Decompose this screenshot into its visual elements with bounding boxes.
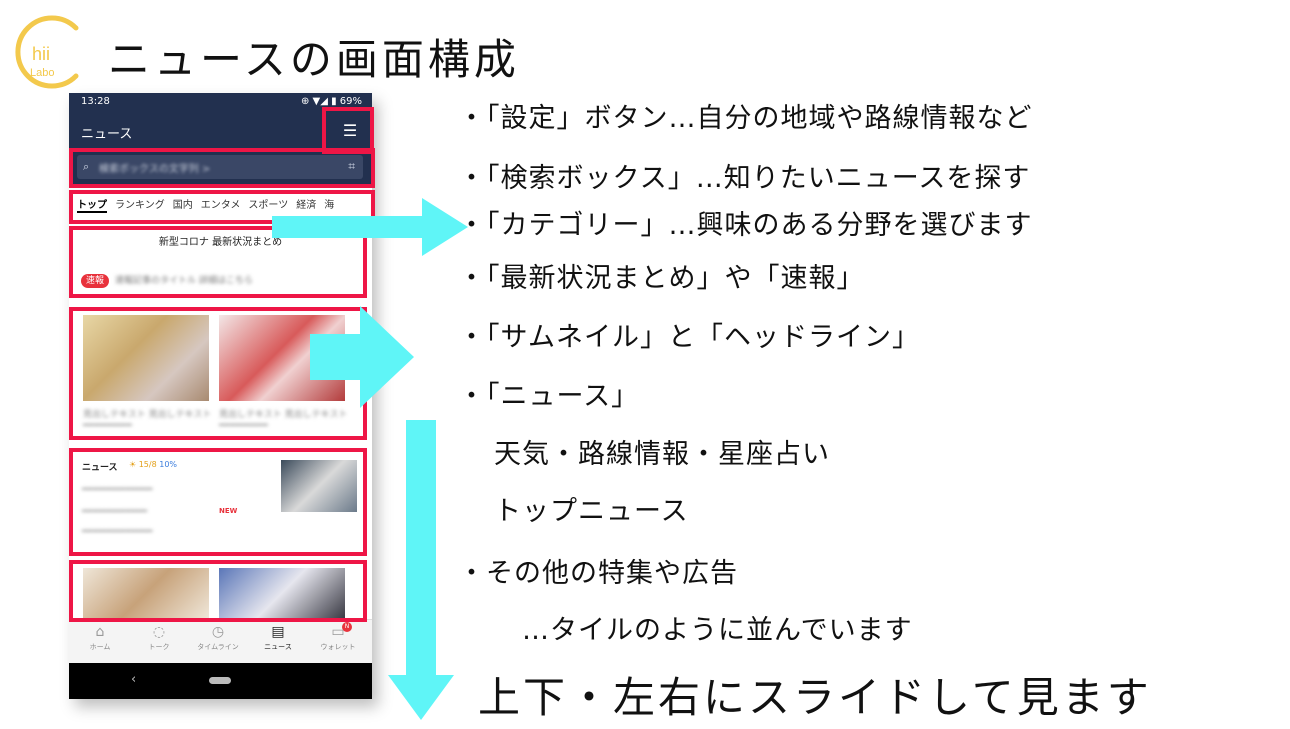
home-pill[interactable]: [209, 677, 231, 684]
bottom-nav: ⌂ ホーム ◌ トーク ◷ タイムライン ▤ ニュース ▭ ウォレット N: [69, 619, 372, 664]
highlight-news: [69, 448, 367, 556]
feature-tile-2[interactable]: [219, 568, 345, 618]
nav-news[interactable]: ▤ ニュース: [250, 624, 306, 652]
headline-2[interactable]: 見出しテキスト 見出しテキスト: [219, 410, 348, 420]
wallet-badge: N: [342, 622, 352, 632]
nav-wallet-label: ウォレット: [320, 643, 356, 651]
search-area: ⌕ 検索ボックスの文字列 > ⌗: [69, 151, 372, 187]
item-topnews: トップニュース: [494, 496, 689, 527]
status-time: 13:28: [81, 96, 110, 107]
system-nav-bar: ‹: [69, 663, 372, 699]
news-thumbnail[interactable]: [281, 460, 357, 512]
tab-overseas[interactable]: 海: [324, 200, 335, 211]
status-bar: 13:28 ⊕ ▼◢ ▮ 69%: [69, 93, 372, 111]
highlight-summary: [69, 226, 367, 298]
item-others: ・その他の特集や広告: [458, 558, 738, 589]
highlight-categories: [69, 190, 375, 224]
search-placeholder: 検索ボックスの文字列 >: [99, 164, 211, 175]
chat-icon: ◌: [152, 624, 166, 640]
item-tiles: …タイルのように並んでいます: [522, 615, 913, 646]
tab-ranking[interactable]: ランキング: [115, 200, 165, 211]
highlight-search: [69, 148, 375, 188]
highlight-features: [69, 560, 367, 622]
headline-1[interactable]: 見出しテキスト 見出しテキスト: [83, 410, 212, 420]
footer-instruction: 上下・左右にスライドして見ます: [478, 673, 1152, 722]
app-bar: ニュース ☰: [69, 111, 372, 151]
search-icon: ⌕: [83, 160, 90, 173]
item-thumbnail: ・「サムネイル」と「ヘッドライン」: [458, 322, 920, 353]
logo-text-top: hii: [32, 44, 50, 64]
nav-home-label: ホーム: [89, 643, 111, 651]
item-summary: ・「最新状況まとめ」や「速報」: [458, 263, 865, 294]
tab-sports[interactable]: スポーツ: [248, 200, 289, 211]
phone-screenshot: 13:28 ⊕ ▼◢ ▮ 69% ニュース ☰ ⌕ 検索ボックスの文字列 > ⌗…: [69, 93, 372, 699]
status-icons: ⊕ ▼◢ ▮ 69%: [300, 96, 362, 107]
nav-timeline[interactable]: ◷ タイムライン: [190, 624, 246, 652]
highlight-settings: [322, 107, 374, 154]
page-title: ニュースの画面構成: [108, 35, 520, 84]
breaking-badge: 速報: [81, 274, 110, 288]
news-line-3[interactable]: ━━━━━━━━━━━━━: [82, 527, 153, 537]
new-tag: NEW: [219, 507, 238, 515]
nav-talk[interactable]: ◌ トーク: [131, 624, 187, 652]
breaking-news-row[interactable]: 速報速報記事のタイトル 詳細はこちら: [81, 273, 253, 288]
item-news: ・「ニュース」: [458, 381, 640, 412]
arrow-right-1: [272, 198, 468, 256]
search-input[interactable]: ⌕ 検索ボックスの文字列 > ⌗: [77, 155, 363, 179]
rain-chance: 10%: [159, 460, 178, 469]
nav-home[interactable]: ⌂ ホーム: [72, 624, 128, 652]
nav-wallet[interactable]: ▭ ウォレット N: [310, 622, 366, 652]
tab-economy[interactable]: 経済: [296, 200, 317, 211]
feature-tile-1[interactable]: [83, 568, 209, 618]
app-title: ニュース: [81, 127, 133, 142]
item-category: ・「カテゴリー」…興味のある分野を選びます: [458, 210, 1033, 241]
wallet-icon: ▭: [331, 624, 345, 640]
weather-info[interactable]: ☀ 15/8 10%: [129, 460, 178, 469]
home-icon: ⌂: [95, 624, 105, 640]
tab-domestic[interactable]: 国内: [172, 200, 193, 211]
nav-news-label: ニュース: [264, 643, 292, 651]
covid-summary-link[interactable]: 新型コロナ 最新状況まとめ: [158, 237, 283, 248]
arrow-right-2: [310, 306, 414, 408]
arrow-down: [388, 420, 454, 720]
back-icon[interactable]: ‹: [131, 672, 137, 687]
qr-scan-icon[interactable]: ⌗: [348, 159, 355, 173]
tab-top[interactable]: トップ: [77, 196, 107, 213]
clock-icon: ◷: [211, 624, 225, 640]
news-icon: ▤: [271, 624, 285, 640]
nav-talk-label: トーク: [148, 643, 170, 651]
item-weather: 天気・路線情報・星座占い: [494, 439, 830, 470]
nav-timeline-label: タイムライン: [197, 643, 239, 651]
tab-entertainment[interactable]: エンタメ: [200, 200, 241, 211]
category-tabs: トップランキング国内エンタメスポーツ経済海: [69, 196, 372, 218]
item-settings: ・「設定」ボタン…自分の地域や路線情報など: [458, 103, 1033, 134]
news-line-1[interactable]: ━━━━━━━━━━━━━: [82, 485, 153, 495]
settings-menu-button[interactable]: ☰: [342, 121, 358, 140]
headline-2b: ━━━━━━━━━: [219, 421, 268, 431]
weather-temp: 15/8: [138, 460, 157, 469]
logo-text-bottom: Labo: [30, 67, 54, 79]
breaking-text: 速報記事のタイトル 詳細はこちら: [115, 276, 253, 286]
chii-labo-logo: hii Labo: [15, 15, 79, 89]
thumbnail-1[interactable]: [83, 315, 209, 401]
news-section-label: ニュース: [82, 463, 118, 473]
item-search: ・「検索ボックス」…知りたいニュースを探す: [458, 163, 1031, 194]
headline-1b: ━━━━━━━━━: [83, 421, 132, 431]
news-line-2[interactable]: ━━━━━━━━━━━━: [82, 507, 148, 517]
